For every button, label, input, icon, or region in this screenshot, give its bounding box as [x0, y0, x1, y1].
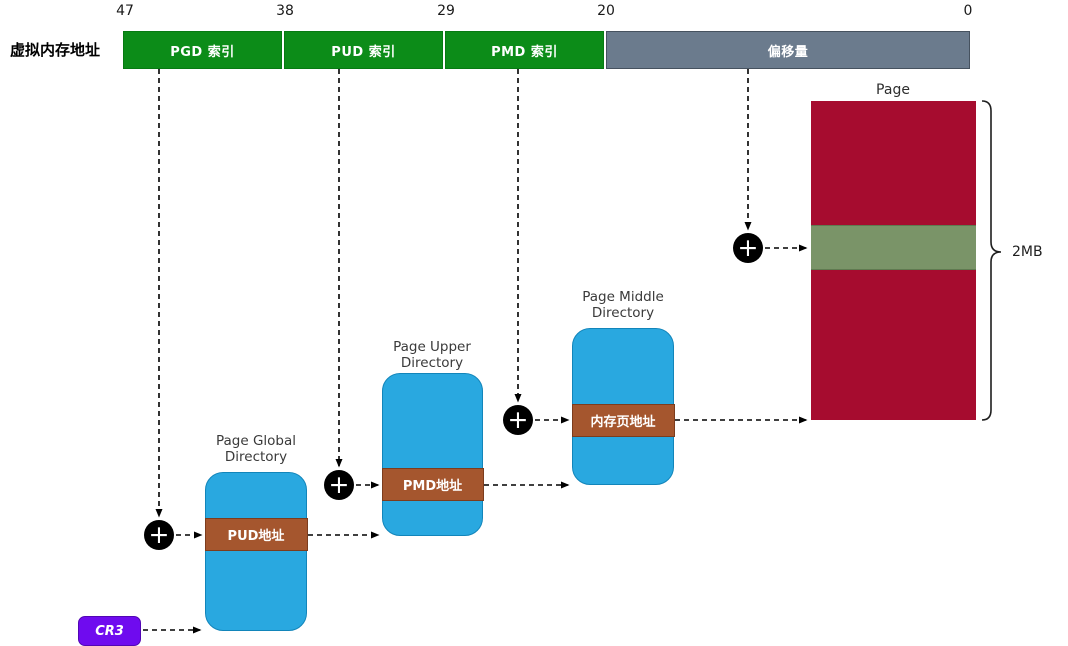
bit-label-38: 38 [276, 3, 294, 19]
page-box [811, 101, 976, 420]
adder2-plus-icon: + [324, 470, 354, 500]
page-global-directory-box: PUD地址 [204, 472, 308, 631]
size-brace [981, 100, 1002, 421]
page-offset-band [811, 225, 976, 270]
adder4-plus-icon: + [733, 233, 763, 263]
virtual-address-label: 虚拟内存地址 [9, 41, 100, 59]
page-address-entry: 内存页地址 [571, 404, 675, 437]
pmd-title: Page Middle Directory [582, 289, 664, 321]
pmd-address-entry: PMD地址 [381, 468, 484, 501]
bit-label-0: 0 [963, 3, 973, 19]
adder3-plus-icon: + [503, 405, 533, 435]
bit-label-20: 20 [597, 3, 615, 19]
bit-label-47: 47 [116, 3, 134, 19]
segment-pmd-index: PMD 索引 [445, 31, 604, 69]
adder1-plus-icon: + [144, 520, 174, 550]
pgd-title: Page Global Directory [215, 433, 297, 465]
page-title: Page [876, 82, 910, 98]
cr3-register: CR3 [78, 616, 141, 646]
pud-title: Page Upper Directory [393, 339, 471, 371]
pud-address-entry: PUD地址 [204, 518, 308, 551]
page-size-label: 2MB [1012, 244, 1043, 260]
bit-label-29: 29 [437, 3, 455, 19]
page-upper-directory-box: PMD地址 [381, 373, 484, 536]
segment-pud-index: PUD 索引 [284, 31, 443, 69]
page-middle-directory-box: 内存页地址 [571, 328, 675, 485]
segment-pgd-index: PGD 索引 [123, 31, 282, 69]
segment-offset: 偏移量 [606, 31, 970, 69]
